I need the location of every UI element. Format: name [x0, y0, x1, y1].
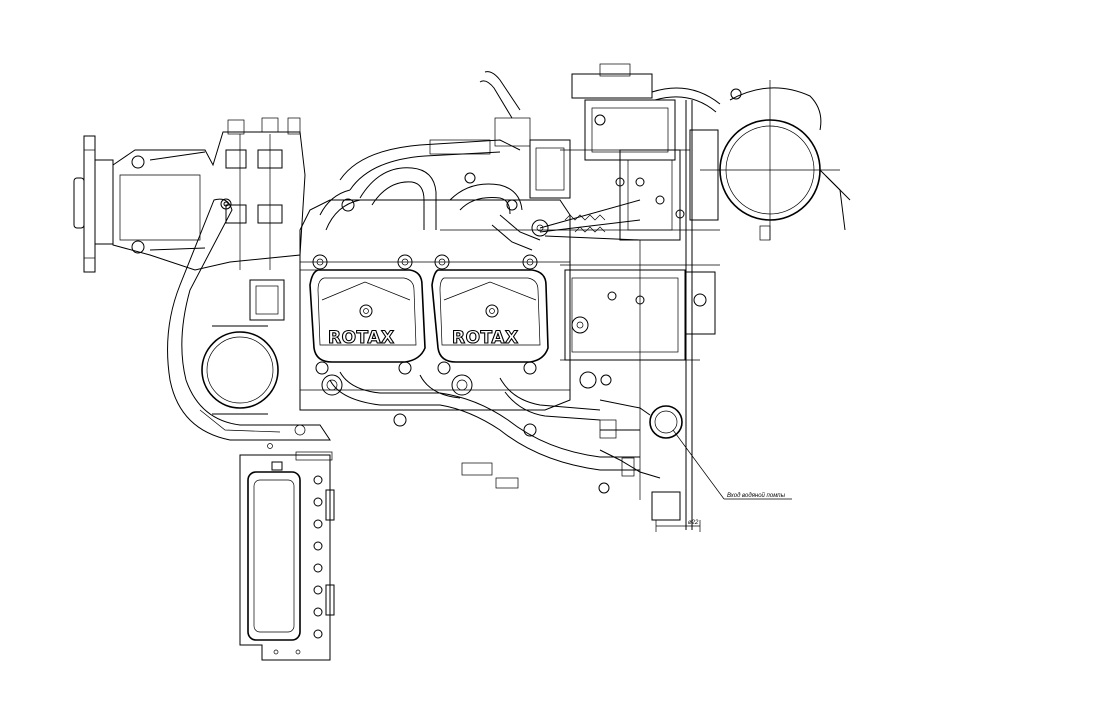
- cylinder-cover-left: ROTAX: [309, 254, 426, 375]
- exhaust-pipes: [321, 371, 640, 494]
- dimension-label: ø22: [688, 520, 699, 526]
- gearbox: [112, 117, 306, 271]
- air-box: [700, 80, 851, 241]
- carburetor-assembly: [479, 63, 721, 241]
- callout-label: Вход водяной помпы: [727, 492, 786, 499]
- diameter-dimension: ø22: [655, 520, 701, 532]
- rotax-logo-left: ROTAX: [328, 328, 395, 348]
- propeller-flange: [73, 135, 114, 273]
- cylinder-cover-right: ROTAX: [431, 254, 549, 375]
- engine-mount-bar: [167, 198, 331, 449]
- filter-canister: [201, 279, 285, 415]
- construction-lines: [300, 149, 720, 271]
- intake-manifold: [319, 117, 541, 251]
- mounting-plate: [239, 451, 335, 661]
- engine-block: [299, 199, 571, 411]
- water-pump-area: [560, 100, 720, 530]
- rotax-logo-right: ROTAX: [452, 328, 519, 348]
- water-pump-callout: Вход водяной помпы: [672, 429, 792, 500]
